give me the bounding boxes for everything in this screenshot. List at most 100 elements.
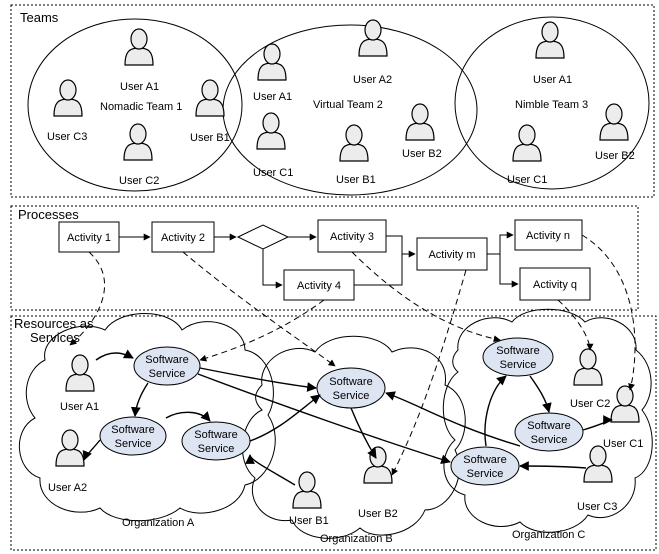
- nimble-team-ellipse: [454, 16, 650, 190]
- service-label: Software: [194, 429, 237, 441]
- activity-m-label: Activity m: [428, 249, 475, 261]
- mapping-arrow: [557, 299, 594, 351]
- user-icon: [512, 124, 542, 162]
- decision-diamond: [236, 224, 290, 250]
- service-link: [484, 375, 507, 447]
- flow-arrow: [386, 235, 416, 258]
- user-icon: [573, 348, 603, 386]
- virtual-team-label: Virtual Team 2: [313, 99, 383, 111]
- mapping-arrow: [581, 234, 636, 391]
- service-link: [199, 367, 317, 392]
- processes-title: Processes: [18, 207, 79, 222]
- service-link: [519, 461, 587, 471]
- organization-b-label: Organization B: [320, 533, 393, 545]
- organization-c-label: Organization C: [512, 529, 585, 541]
- processes-panel: Processes Activity 1 Activity 2 Activity…: [10, 205, 639, 311]
- activity-2-label: Activity 2: [161, 232, 205, 244]
- nimble-team-label: Nimble Team 3: [515, 99, 588, 111]
- service-label: Software: [496, 345, 539, 357]
- mapping-arrow: [391, 269, 467, 476]
- software-service-node: Software Service: [133, 346, 201, 386]
- service-label: Software: [463, 454, 506, 466]
- user-icon: [535, 21, 565, 59]
- mapping-arrow: [182, 251, 336, 367]
- service-label: Service: [333, 390, 370, 402]
- service-label: Service: [149, 368, 186, 380]
- service-label: Software: [527, 420, 570, 432]
- software-service-node: Software Service: [99, 416, 167, 456]
- activity-n-box: [514, 219, 583, 251]
- service-label: Service: [115, 438, 152, 450]
- activity-4-label: Activity 4: [297, 280, 341, 292]
- activity-3-label: Activity 3: [330, 231, 374, 243]
- user-label: User C1: [253, 167, 293, 179]
- activity-1-label: Activity 1: [67, 232, 111, 244]
- mapping-arrow: [199, 299, 325, 362]
- service-link: [529, 375, 552, 413]
- user-icon: [65, 354, 95, 392]
- organization-a-cloud: [19, 313, 276, 522]
- organization-c-cloud: [442, 308, 653, 533]
- user-icon: [405, 103, 435, 141]
- resources-frame: [10, 315, 657, 551]
- service-label: Service: [467, 468, 504, 480]
- software-service-node: Software Service: [482, 337, 554, 377]
- service-link: [165, 411, 211, 422]
- user-label: User B2: [358, 508, 398, 520]
- software-service-node: Software Service: [514, 412, 584, 452]
- nomadic-team-ellipse: [27, 18, 243, 192]
- flow-arrow: [487, 231, 514, 255]
- service-label: Service: [531, 434, 568, 446]
- user-icon: [363, 446, 393, 484]
- service-label: Software: [111, 424, 154, 436]
- activity-n-label: Activity n: [526, 230, 570, 242]
- user-label: User B1: [190, 132, 230, 144]
- processes-frame: [10, 205, 639, 311]
- user-label: User A1: [533, 74, 572, 86]
- user-label: User A2: [353, 74, 392, 86]
- user-label: User B2: [402, 148, 442, 160]
- user-label: User A2: [48, 482, 87, 494]
- nomadic-team-label: Nomadic Team 1: [100, 101, 182, 113]
- activity-q-box: [519, 267, 591, 301]
- flow-arrow: [499, 254, 519, 288]
- user-label: User A1: [253, 91, 292, 103]
- flow-arrow: [262, 249, 283, 289]
- user-label: User C3: [577, 501, 617, 513]
- user-icon: [583, 445, 613, 483]
- resources-title-line1: Resources as: [14, 316, 94, 331]
- flow-arrow: [354, 254, 403, 286]
- user-icon: [55, 429, 85, 467]
- activity-q-label: Activity q: [533, 279, 577, 291]
- service-link: [245, 454, 296, 486]
- user-label: User A1: [60, 401, 99, 413]
- service-label: Software: [329, 376, 372, 388]
- user-icon: [257, 43, 287, 81]
- user-label: User C1: [603, 438, 643, 450]
- resources-panel: Resources as Services Organization A Org…: [10, 234, 657, 551]
- service-link: [350, 407, 377, 459]
- user-label: User C3: [47, 131, 87, 143]
- software-service-node: Software Service: [450, 446, 520, 486]
- software-service-node: Software Service: [316, 367, 386, 409]
- mapping-arrow: [351, 251, 501, 343]
- user-icon: [53, 79, 83, 117]
- user-label: User C2: [119, 175, 159, 187]
- resources-title-line2: Services: [30, 330, 80, 345]
- service-link: [582, 415, 613, 431]
- user-label: User C2: [570, 398, 610, 410]
- mapping-arrow: [69, 251, 106, 346]
- user-icon: [124, 28, 154, 66]
- service-link: [385, 391, 521, 447]
- service-link: [130, 382, 149, 417]
- user-label: User B1: [289, 515, 329, 527]
- activity-m-box: [416, 237, 488, 271]
- user-icon: [599, 103, 629, 141]
- service-link: [82, 439, 101, 461]
- service-label: Service: [500, 359, 537, 371]
- user-icon: [339, 124, 369, 162]
- software-service-node: Software Service: [181, 421, 251, 461]
- service-label: Service: [198, 443, 235, 455]
- user-icon: [123, 123, 153, 161]
